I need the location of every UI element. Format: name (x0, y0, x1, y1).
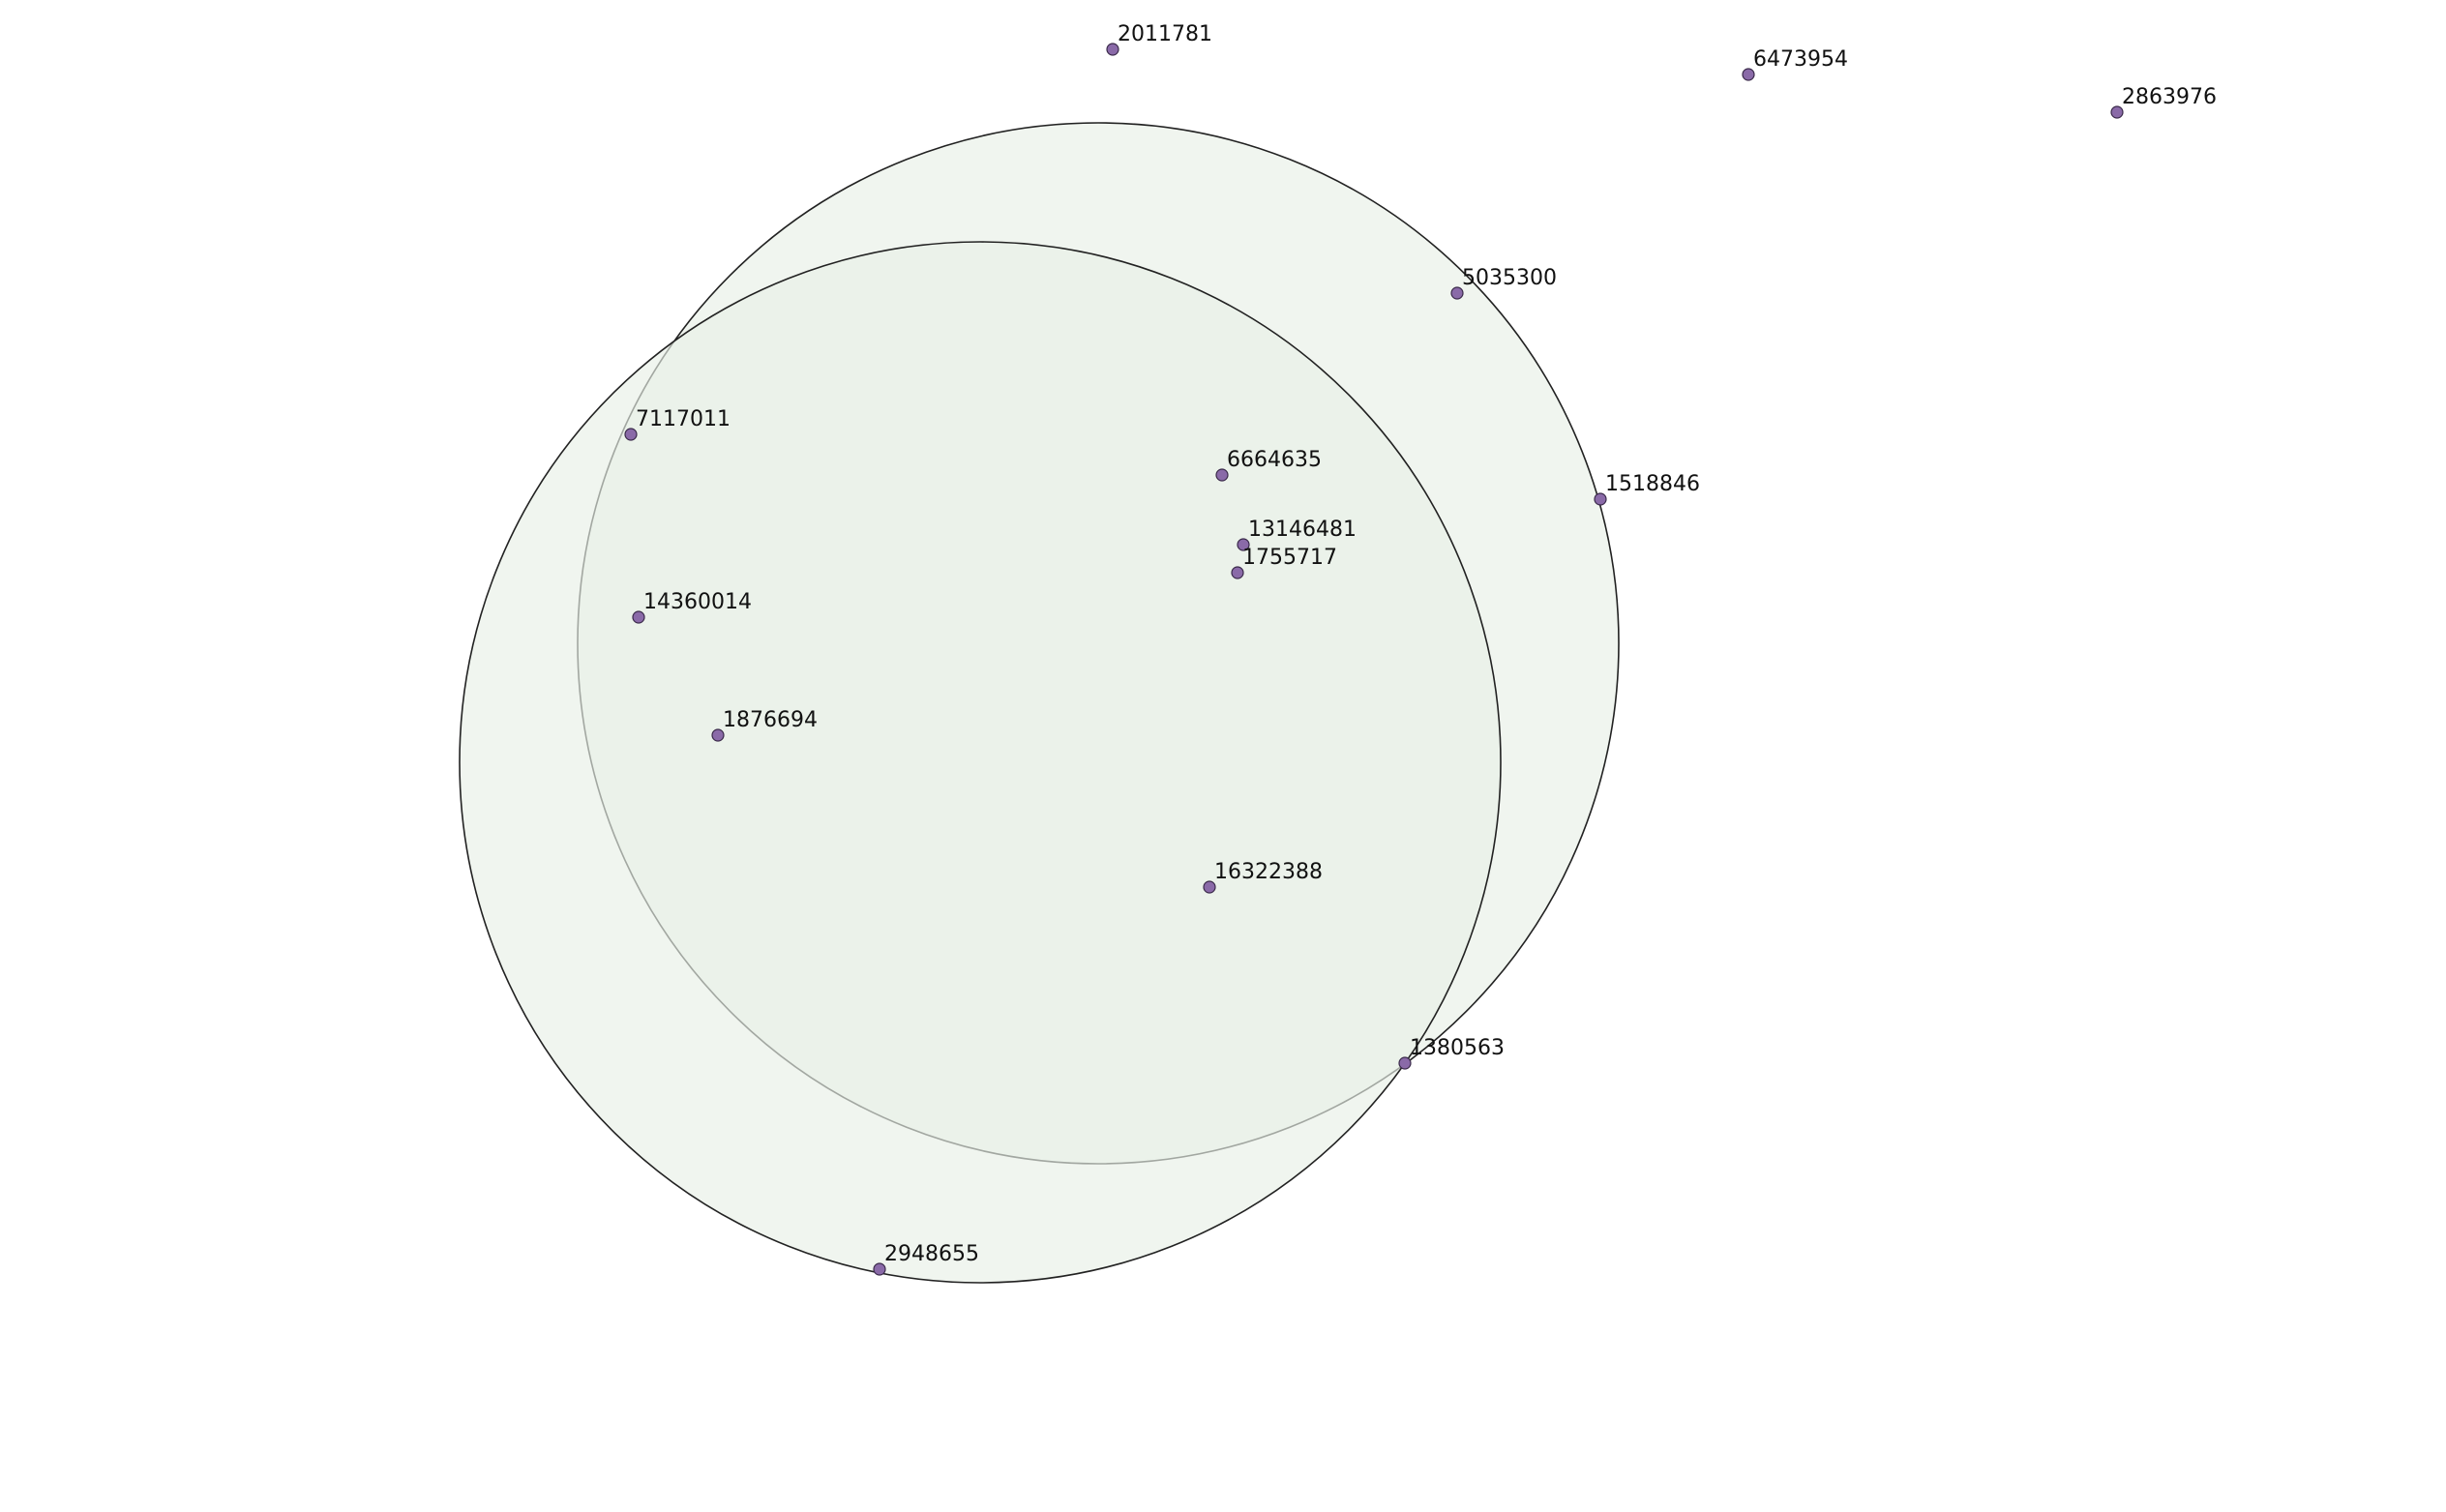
point-marker (1450, 286, 1464, 300)
data-point: 6664635 (1215, 448, 1322, 482)
point-marker (632, 610, 645, 624)
point-marker (1594, 492, 1607, 506)
point-label: 14360014 (643, 590, 752, 614)
point-marker (1231, 566, 1244, 579)
point-marker (1237, 538, 1250, 551)
point-label: 6664635 (1227, 448, 1322, 472)
data-point: 6473954 (1742, 47, 1848, 81)
point-label: 2948655 (884, 1242, 979, 1266)
point-label: 1380563 (1410, 1036, 1505, 1060)
point-label: 16322388 (1214, 860, 1323, 884)
data-point: 1755717 (1231, 546, 1337, 579)
data-point: 2011781 (1106, 22, 1212, 56)
point-label: 5035300 (1462, 266, 1557, 290)
point-marker (624, 428, 638, 441)
data-point: 16322388 (1203, 860, 1323, 894)
set-circles (459, 122, 1620, 1284)
point-label: 1876694 (723, 708, 818, 732)
data-point: 1876694 (711, 708, 818, 742)
data-point: 14360014 (632, 590, 752, 624)
point-label: 2863976 (2122, 85, 2217, 109)
point-label: 7117011 (636, 407, 731, 431)
point-marker (1106, 43, 1119, 56)
point-marker (711, 728, 725, 742)
point-marker (1215, 468, 1229, 482)
data-point: 2948655 (873, 1242, 979, 1276)
point-marker (1742, 68, 1755, 81)
data-point: 1518846 (1594, 472, 1700, 506)
point-label: 1518846 (1605, 472, 1700, 496)
point-marker (2110, 105, 2124, 119)
point-label: 6473954 (1753, 47, 1848, 72)
point-marker (1203, 880, 1216, 894)
data-point: 2863976 (2110, 85, 2217, 119)
point-marker (873, 1262, 886, 1276)
point-marker (1398, 1056, 1412, 1070)
set-circle-b (459, 241, 1502, 1284)
point-label: 2011781 (1118, 22, 1212, 46)
data-point: 13146481 (1237, 518, 1357, 551)
data-points: 2011781 6473954 2863976 5035300 7117011 66646… (624, 22, 2217, 1276)
point-label: 1755717 (1242, 546, 1337, 570)
data-point: 5035300 (1450, 266, 1557, 300)
data-point: 7117011 (624, 407, 731, 441)
point-label: 13146481 (1248, 518, 1357, 542)
data-point: 1380563 (1398, 1036, 1505, 1070)
